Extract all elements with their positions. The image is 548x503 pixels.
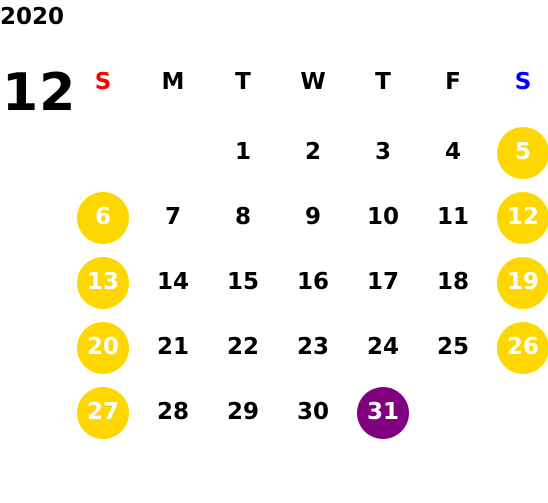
day-number: 7 (164, 204, 181, 230)
day-number: 29 (226, 399, 259, 425)
weekday-wednesday: W (300, 69, 326, 95)
day-cell[interactable]: 30 (278, 380, 348, 445)
day-number: 12 (497, 191, 548, 244)
day-number: 27 (77, 386, 129, 439)
day-cell[interactable]: 4 (418, 120, 488, 185)
day-number: 9 (304, 204, 321, 230)
day-number: 26 (497, 321, 548, 374)
day-number: 28 (156, 399, 189, 425)
day-number: 25 (436, 334, 469, 360)
day-number: 24 (366, 334, 399, 360)
day-number: 2 (304, 139, 321, 165)
weekday-tuesday: T (235, 69, 251, 95)
day-number: 4 (444, 139, 461, 165)
day-number: 21 (156, 334, 189, 360)
day-cell[interactable]: 18 (418, 250, 488, 315)
day-cell[interactable]: 24 (348, 315, 418, 380)
day-number: 6 (77, 191, 129, 244)
weekday-thursday: T (375, 69, 391, 95)
day-number: 3 (374, 139, 391, 165)
month-number: 12 (2, 63, 77, 123)
day-number: 16 (296, 269, 329, 295)
day-cell[interactable]: 29 (208, 380, 278, 445)
day-cell[interactable]: 1 (208, 120, 278, 185)
day-cell[interactable]: 10 (348, 185, 418, 250)
day-cell[interactable]: 22 (208, 315, 278, 380)
day-cell[interactable]: 5 (488, 120, 548, 185)
day-cell[interactable]: 2 (278, 120, 348, 185)
day-cell[interactable]: 7 (138, 185, 208, 250)
day-cell[interactable]: 26 (488, 315, 548, 380)
day-cell[interactable]: 19 (488, 250, 548, 315)
day-cell[interactable]: 6 (68, 185, 138, 250)
day-number: 19 (497, 256, 548, 309)
day-number: 5 (497, 126, 548, 179)
weekday-monday: M (161, 69, 185, 95)
day-cell[interactable]: 11 (418, 185, 488, 250)
weekday-sunday: S (94, 69, 112, 95)
day-number: 13 (77, 256, 129, 309)
day-cell[interactable]: 23 (278, 315, 348, 380)
day-number: 15 (226, 269, 259, 295)
day-cell[interactable]: 3 (348, 120, 418, 185)
year-label: 2020 (0, 4, 65, 30)
day-cell[interactable]: 15 (208, 250, 278, 315)
day-number: 8 (234, 204, 251, 230)
day-cell[interactable]: 17 (348, 250, 418, 315)
day-cell[interactable]: 27 (68, 380, 138, 445)
day-number: 18 (436, 269, 469, 295)
day-number: 22 (226, 334, 259, 360)
day-cell[interactable]: 12 (488, 185, 548, 250)
day-cell[interactable]: 9 (278, 185, 348, 250)
day-cell[interactable]: 21 (138, 315, 208, 380)
day-number: 17 (366, 269, 399, 295)
day-cell[interactable]: 20 (68, 315, 138, 380)
weekday-saturday: S (514, 69, 532, 95)
day-number: 1 (234, 139, 251, 165)
day-cell[interactable]: 25 (418, 315, 488, 380)
day-cell[interactable]: 14 (138, 250, 208, 315)
weekday-friday: F (445, 69, 461, 95)
weekday-header: S M T W T F S (68, 62, 548, 102)
day-cell[interactable]: 8 (208, 185, 278, 250)
day-cell[interactable]: 28 (138, 380, 208, 445)
day-number: 11 (436, 204, 469, 230)
day-cell[interactable]: 31 (348, 380, 418, 445)
day-number: 23 (296, 334, 329, 360)
day-number: 10 (366, 204, 399, 230)
day-number: 14 (156, 269, 189, 295)
day-number: 20 (77, 321, 129, 374)
day-number: 31 (357, 386, 409, 439)
day-cell[interactable]: 16 (278, 250, 348, 315)
day-cell[interactable]: 13 (68, 250, 138, 315)
day-number: 30 (296, 399, 329, 425)
